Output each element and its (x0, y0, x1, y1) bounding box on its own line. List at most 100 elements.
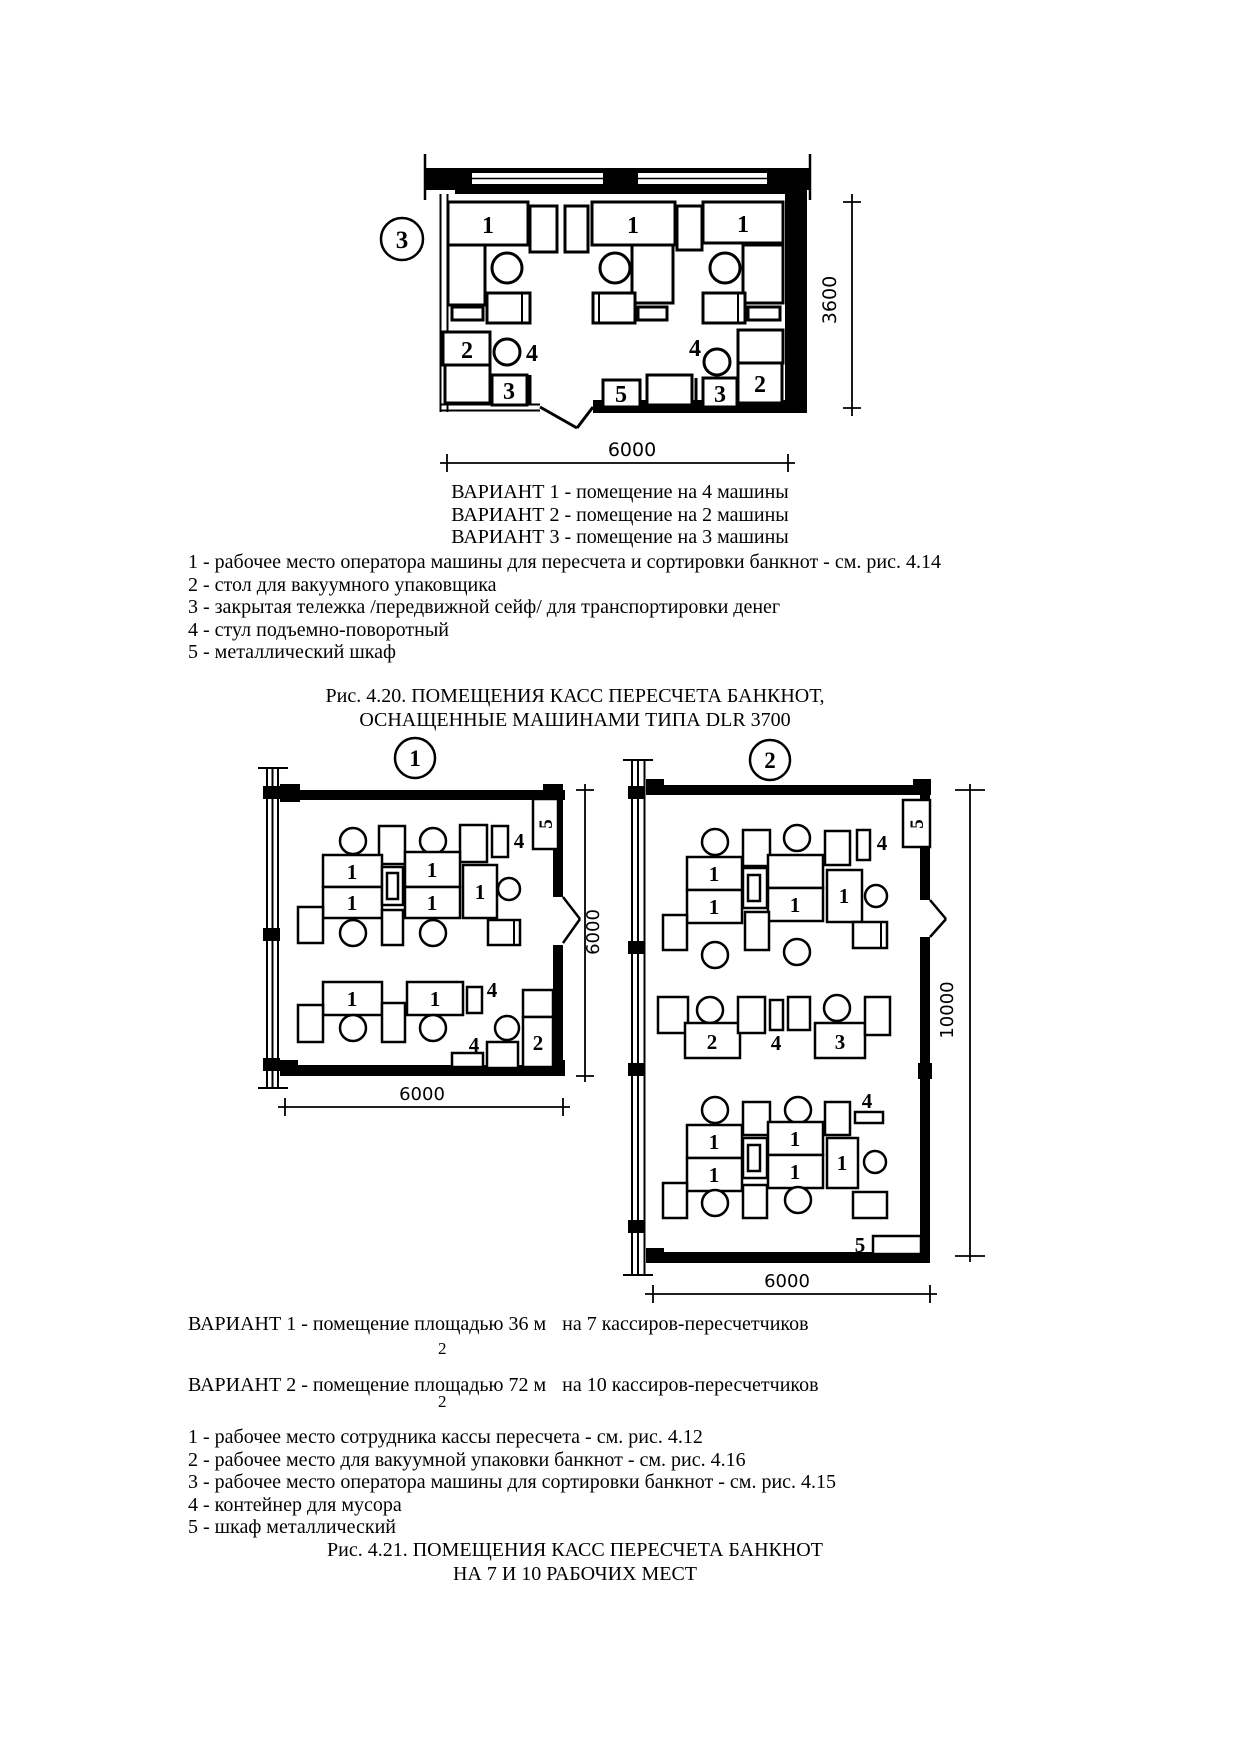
floorplan-fig421-variant1: 1 5 4 (258, 736, 604, 1116)
legend-item: 5 - шкаф металлический (188, 1516, 396, 1538)
sorter-desk-label: 3 (835, 1030, 846, 1054)
legend-item: 2 - стол для вакуумного упаковщика (188, 573, 497, 596)
chair (783, 1095, 813, 1125)
chair (493, 1014, 521, 1042)
fig420-legend: 1 - рабочее место оператора машины для п… (188, 551, 941, 664)
chair (702, 347, 732, 377)
floorplan-fig420: 3 1 (379, 154, 861, 472)
chair (862, 1149, 888, 1175)
chair (418, 826, 448, 856)
chair (782, 823, 812, 853)
vacuum-table-label: 2 (754, 372, 766, 398)
legend-item: 4 - контейнер для мусора (188, 1493, 402, 1516)
cabinet-label: 5 (615, 382, 627, 408)
dim-10000-label: 10000 (937, 981, 958, 1038)
dimension-6000-horizontal: 6000 (278, 1084, 570, 1116)
dimension-6000-vertical: 6000 (576, 784, 604, 1082)
bin-label: 4 (514, 829, 525, 853)
bin-label: 4 (771, 1031, 782, 1055)
cabinet-label: 5 (536, 819, 557, 829)
desk-label: 1 (347, 860, 358, 884)
floorplan-fig421-variant2: 2 5 (623, 738, 985, 1303)
chair (338, 826, 368, 856)
desk-label: 1 (430, 987, 441, 1011)
caption-line: Рис. 4.21. ПОМЕЩЕНИЯ КАСС ПЕРЕСЧЕТА БАНК… (327, 1539, 823, 1561)
variant2-sup: 2 (438, 1392, 447, 1411)
desk-label: 1 (709, 862, 720, 886)
desk-label: 1 (427, 891, 438, 915)
desk-label: 1 (427, 858, 438, 882)
plan-badge-3: 3 (379, 216, 425, 262)
bin-label: 4 (469, 1033, 480, 1057)
plan-badge-1-label: 1 (409, 746, 421, 771)
chair (492, 337, 522, 367)
dim-6000-label: 6000 (608, 439, 656, 461)
chair-label: 4 (689, 336, 701, 362)
chair (708, 251, 742, 285)
chair (418, 1013, 448, 1043)
dimension-6000-horizontal: 6000 (645, 1271, 937, 1303)
furniture: 5 4 1 1 1 1 1 1 (296, 797, 560, 1070)
plan-badge-3-label: 3 (396, 227, 409, 254)
chair (338, 918, 368, 948)
desk-label: 1 (709, 1163, 720, 1187)
desk-label: 1 (347, 987, 358, 1011)
chair (598, 251, 632, 285)
legend-item: 3 - закрытая тележка /передвижной сейф/ … (188, 596, 781, 618)
dimension-10000-vertical: 10000 (937, 784, 985, 1262)
desk-label: 1 (790, 1160, 801, 1184)
chair (338, 1013, 368, 1043)
door-swing (539, 405, 595, 430)
bin-label: 4 (487, 978, 498, 1002)
dim-3600-label: 3600 (819, 276, 841, 324)
cart-label: 3 (503, 379, 515, 405)
fig420-variants: ВАРИАНТ 1 - помещение на 4 машины ВАРИАН… (0, 481, 1240, 549)
cabinet-label: 5 (855, 1233, 866, 1257)
chair (496, 876, 522, 902)
cabinet-label: 5 (907, 819, 928, 829)
door-swing (561, 896, 582, 944)
caption-line: ОСНАЩЕННЫЕ МАШИНАМИ ТИПА DLR 3700 (359, 708, 791, 731)
desk-label: 1 (839, 884, 850, 908)
bin-label: 4 (877, 831, 888, 855)
variant-line: ВАРИАНТ 2 - помещение на 2 машины (451, 503, 789, 526)
fig421-legend: 1 - рабочее место сотрудника кассы перес… (188, 1426, 836, 1539)
chair (695, 995, 725, 1025)
legend-item: 2 - рабочее место для вакуумной упаковки… (188, 1448, 746, 1471)
chair (700, 1188, 730, 1218)
legend-item: 5 - металлический шкаф (188, 641, 396, 663)
variant2-prefix: ВАРИАНТ 2 - помещение площадью 72 м (188, 1374, 547, 1396)
desk-label: 1 (790, 893, 801, 917)
fig421-caption: Рис. 4.21. ПОМЕЩЕНИЯ КАСС ПЕРЕСЧЕТА БАНК… (0, 1539, 1150, 1586)
dimension-6000: 6000 (440, 439, 795, 472)
bottom-furniture: 2 4 3 5 4 3 2 (441, 328, 785, 409)
desk-label: 1 (709, 1130, 720, 1154)
chair (700, 827, 730, 857)
variant-line: ВАРИАНТ 3 - помещение на 3 машины (451, 526, 789, 548)
cart-label: 3 (714, 382, 726, 408)
variant1-suffix: на 7 кассиров-пересчетчиков (562, 1313, 809, 1335)
desk-label: 1 (709, 895, 720, 919)
variant-line: ВАРИАНТ 1 - помещение на 4 машины (451, 481, 789, 503)
desk-label: 1 (737, 212, 749, 238)
legend-item: 1 - рабочее место сотрудника кассы перес… (188, 1426, 703, 1448)
dim-6000h-label: 6000 (399, 1084, 445, 1105)
plan-badge-2-label: 2 (764, 748, 776, 773)
plan-badge-2: 2 (748, 738, 792, 782)
variant2-suffix: на 10 кассиров-пересчетчиков (562, 1374, 819, 1396)
chair (490, 251, 524, 285)
desk-label: 1 (482, 213, 494, 239)
legend-item: 1 - рабочее место оператора машины для п… (188, 551, 941, 573)
furniture: 5 4 1 1 1 1 2 (656, 798, 932, 1257)
vacuum-table-label: 2 (533, 1031, 544, 1055)
legend-item: 3 - рабочее место оператора машины для с… (188, 1471, 837, 1493)
caption-line: Рис. 4.20. ПОМЕЩЕНИЯ КАСС ПЕРЕСЧЕТА БАНК… (325, 685, 825, 707)
plan-badge-1: 1 (393, 736, 437, 780)
chair (700, 1095, 730, 1125)
bin-label: 4 (862, 1089, 873, 1113)
chair (863, 883, 889, 909)
chair (783, 1185, 813, 1215)
dim-6000h-label: 6000 (764, 1271, 810, 1292)
variant1-sup: 2 (438, 1339, 447, 1358)
